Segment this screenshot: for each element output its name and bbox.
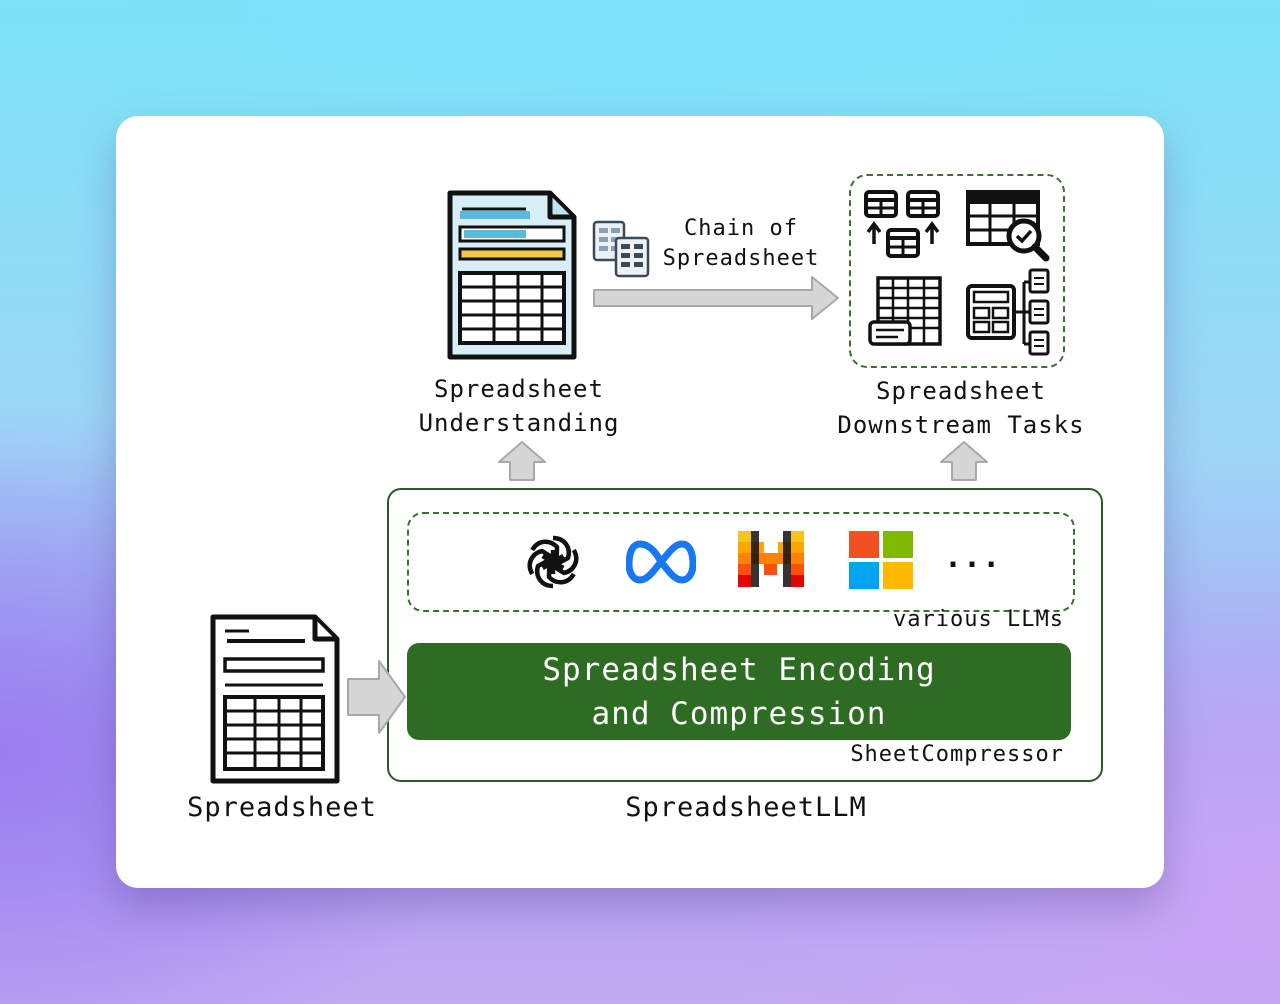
- various-llms-label: various LLMs: [893, 607, 1064, 632]
- chain-arrow: [593, 276, 839, 320]
- llms-box: [407, 512, 1075, 612]
- microsoft-logo: [849, 531, 913, 589]
- spreadsheetllm-label: SpreadsheetLLM: [625, 792, 867, 823]
- table-grid-icon: [592, 220, 650, 278]
- chain-label-line2: Spreadsheet: [662, 246, 820, 271]
- sheetcompressor-label: SheetCompressor: [850, 742, 1064, 767]
- more-llms-ellipsis: ...: [944, 540, 1002, 575]
- downstream-label-line2: Downstream Tasks: [837, 411, 1085, 439]
- encoding-line2: and Compression: [591, 695, 887, 732]
- colored-spreadsheet-icon: [447, 190, 577, 360]
- diagram-card: Chain of Spreadsheet: [116, 116, 1164, 888]
- downstream-label-line1: Spreadsheet: [876, 377, 1046, 405]
- chain-of-spreadsheet-label: Chain of Spreadsheet: [656, 214, 826, 274]
- chain-label-line1: Chain of: [684, 216, 798, 241]
- downstream-tasks-label: Spreadsheet Downstream Tasks: [806, 374, 1116, 442]
- spreadsheetllm-frame: [387, 488, 1103, 782]
- dashboard-tree-icon: [966, 268, 1050, 356]
- understanding-label: Spreadsheet Understanding: [394, 372, 644, 440]
- table-merge-icon: [864, 190, 940, 258]
- mistral-logo: [738, 531, 804, 587]
- encoding-compression-block: Spreadsheet Encoding and Compression: [407, 643, 1071, 740]
- understanding-label-line2: Understanding: [418, 409, 620, 437]
- encoding-line1: Spreadsheet Encoding: [542, 651, 936, 688]
- downstream-tasks-box: [849, 174, 1065, 368]
- up-arrow-downstream: [940, 441, 988, 481]
- input-arrow: [347, 660, 406, 734]
- meta-logo: [626, 540, 696, 584]
- spreadsheet-input-label: Spreadsheet: [187, 792, 377, 823]
- spreadsheet-icon: [210, 614, 340, 784]
- table-search-icon: [966, 190, 1050, 262]
- understanding-label-line1: Spreadsheet: [434, 375, 604, 403]
- table-comment-icon: [868, 276, 942, 346]
- openai-logo: [527, 535, 579, 589]
- up-arrow-understanding: [498, 441, 546, 481]
